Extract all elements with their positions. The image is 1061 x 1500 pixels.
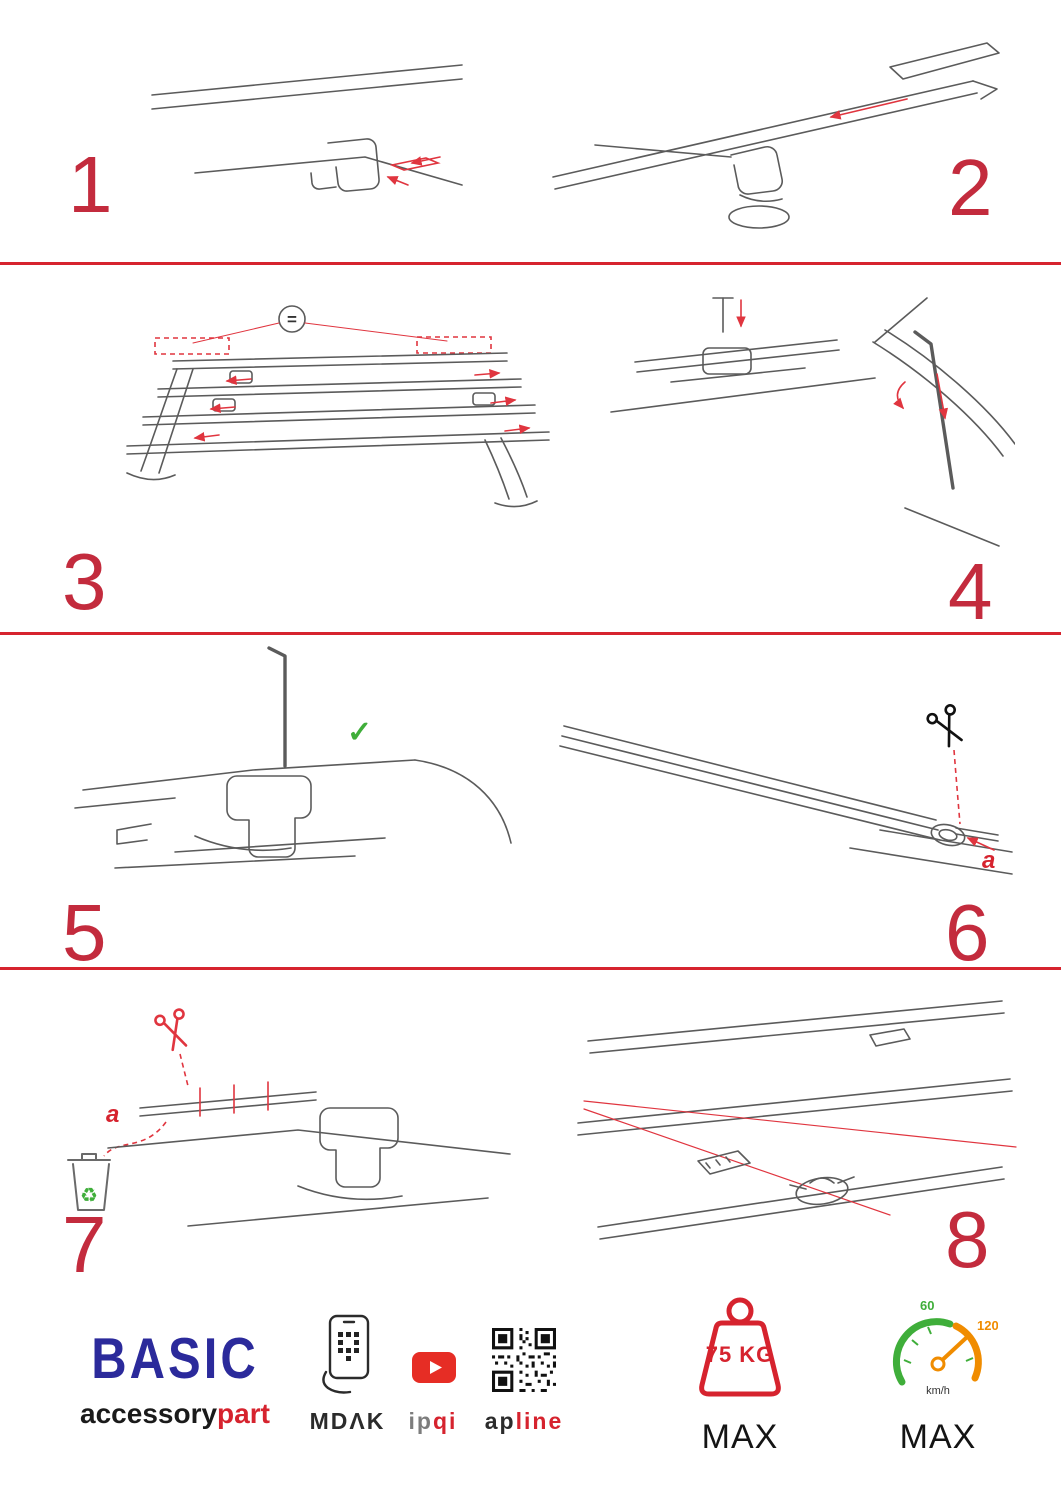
speed-unit-label: km/h — [926, 1385, 950, 1397]
slide-arrow — [829, 98, 908, 120]
checkmark-icon: ✓ — [347, 716, 372, 749]
cut-label-a: a — [106, 1101, 119, 1128]
qr-code-icon — [492, 1328, 556, 1392]
brand-part: part — [217, 1398, 270, 1429]
logo-ap: ap — [484, 1408, 516, 1434]
step-2-illustration — [552, 42, 1000, 229]
allen-key — [267, 646, 287, 768]
weight-limit-icon: 75 KG — [699, 1297, 781, 1397]
logo-apline: apline — [478, 1408, 570, 1435]
equal-spacing-label: = — [287, 310, 297, 329]
measure-box-right — [416, 336, 492, 354]
step-6-number: 6 — [945, 888, 990, 977]
allen-key — [913, 330, 955, 490]
step-5-number: 5 — [62, 888, 107, 977]
speedometer-icon: 60 120 km/h — [892, 1298, 998, 1397]
step-7-number: 7 — [62, 1200, 107, 1289]
step-3-illustration: = — [126, 305, 550, 508]
step-3-number: 3 — [62, 537, 107, 626]
measure-box-left — [154, 337, 230, 355]
logo-qi: qi — [433, 1408, 458, 1434]
phone-qr-icon — [322, 1314, 370, 1394]
trash-bin-icon — [67, 1153, 111, 1211]
step-8-illustration — [577, 1000, 1017, 1240]
rubber-pad-outline — [389, 157, 441, 171]
recycle-icon: ♻ — [80, 1185, 98, 1207]
step-5-illustration: ✓ — [74, 646, 512, 869]
speed-120-label: 120 — [977, 1318, 998, 1333]
cut-label-a: a — [982, 847, 995, 874]
brand-accessorypart: accessorypart — [55, 1398, 295, 1430]
section-divider-1 — [0, 262, 1061, 265]
scissors-icon — [154, 1008, 188, 1052]
step-6-illustration: a — [559, 704, 1013, 875]
scissors-icon — [926, 704, 963, 748]
weight-max-label: MAX — [701, 1418, 779, 1456]
logo-mdak: MDΛK — [309, 1408, 386, 1434]
logo-line: line — [515, 1408, 564, 1434]
step-8-number: 8 — [945, 1195, 990, 1284]
section-divider-2 — [0, 632, 1061, 635]
speed-max-label: MAX — [899, 1418, 977, 1456]
brand-basic: BASIC — [91, 1327, 259, 1391]
weight-value: 75 KG — [706, 1342, 775, 1367]
logo-ipqi: ipqi — [400, 1408, 466, 1435]
step-1-number: 1 — [68, 140, 113, 229]
step-4-number: 4 — [948, 547, 993, 636]
speed-60-label: 60 — [920, 1298, 934, 1313]
step-2-number: 2 — [948, 143, 993, 232]
buckle — [697, 1150, 751, 1175]
section-divider-3 — [0, 967, 1061, 970]
logo-ip: ip — [408, 1408, 433, 1434]
step-7-illustration: a ♻ — [67, 1008, 511, 1227]
youtube-icon — [412, 1352, 456, 1383]
step-1-illustration — [151, 64, 463, 192]
step-4-illustration — [610, 297, 1015, 547]
phone-qr-pattern — [338, 1332, 359, 1361]
brand-accessory: accessory — [80, 1398, 218, 1429]
